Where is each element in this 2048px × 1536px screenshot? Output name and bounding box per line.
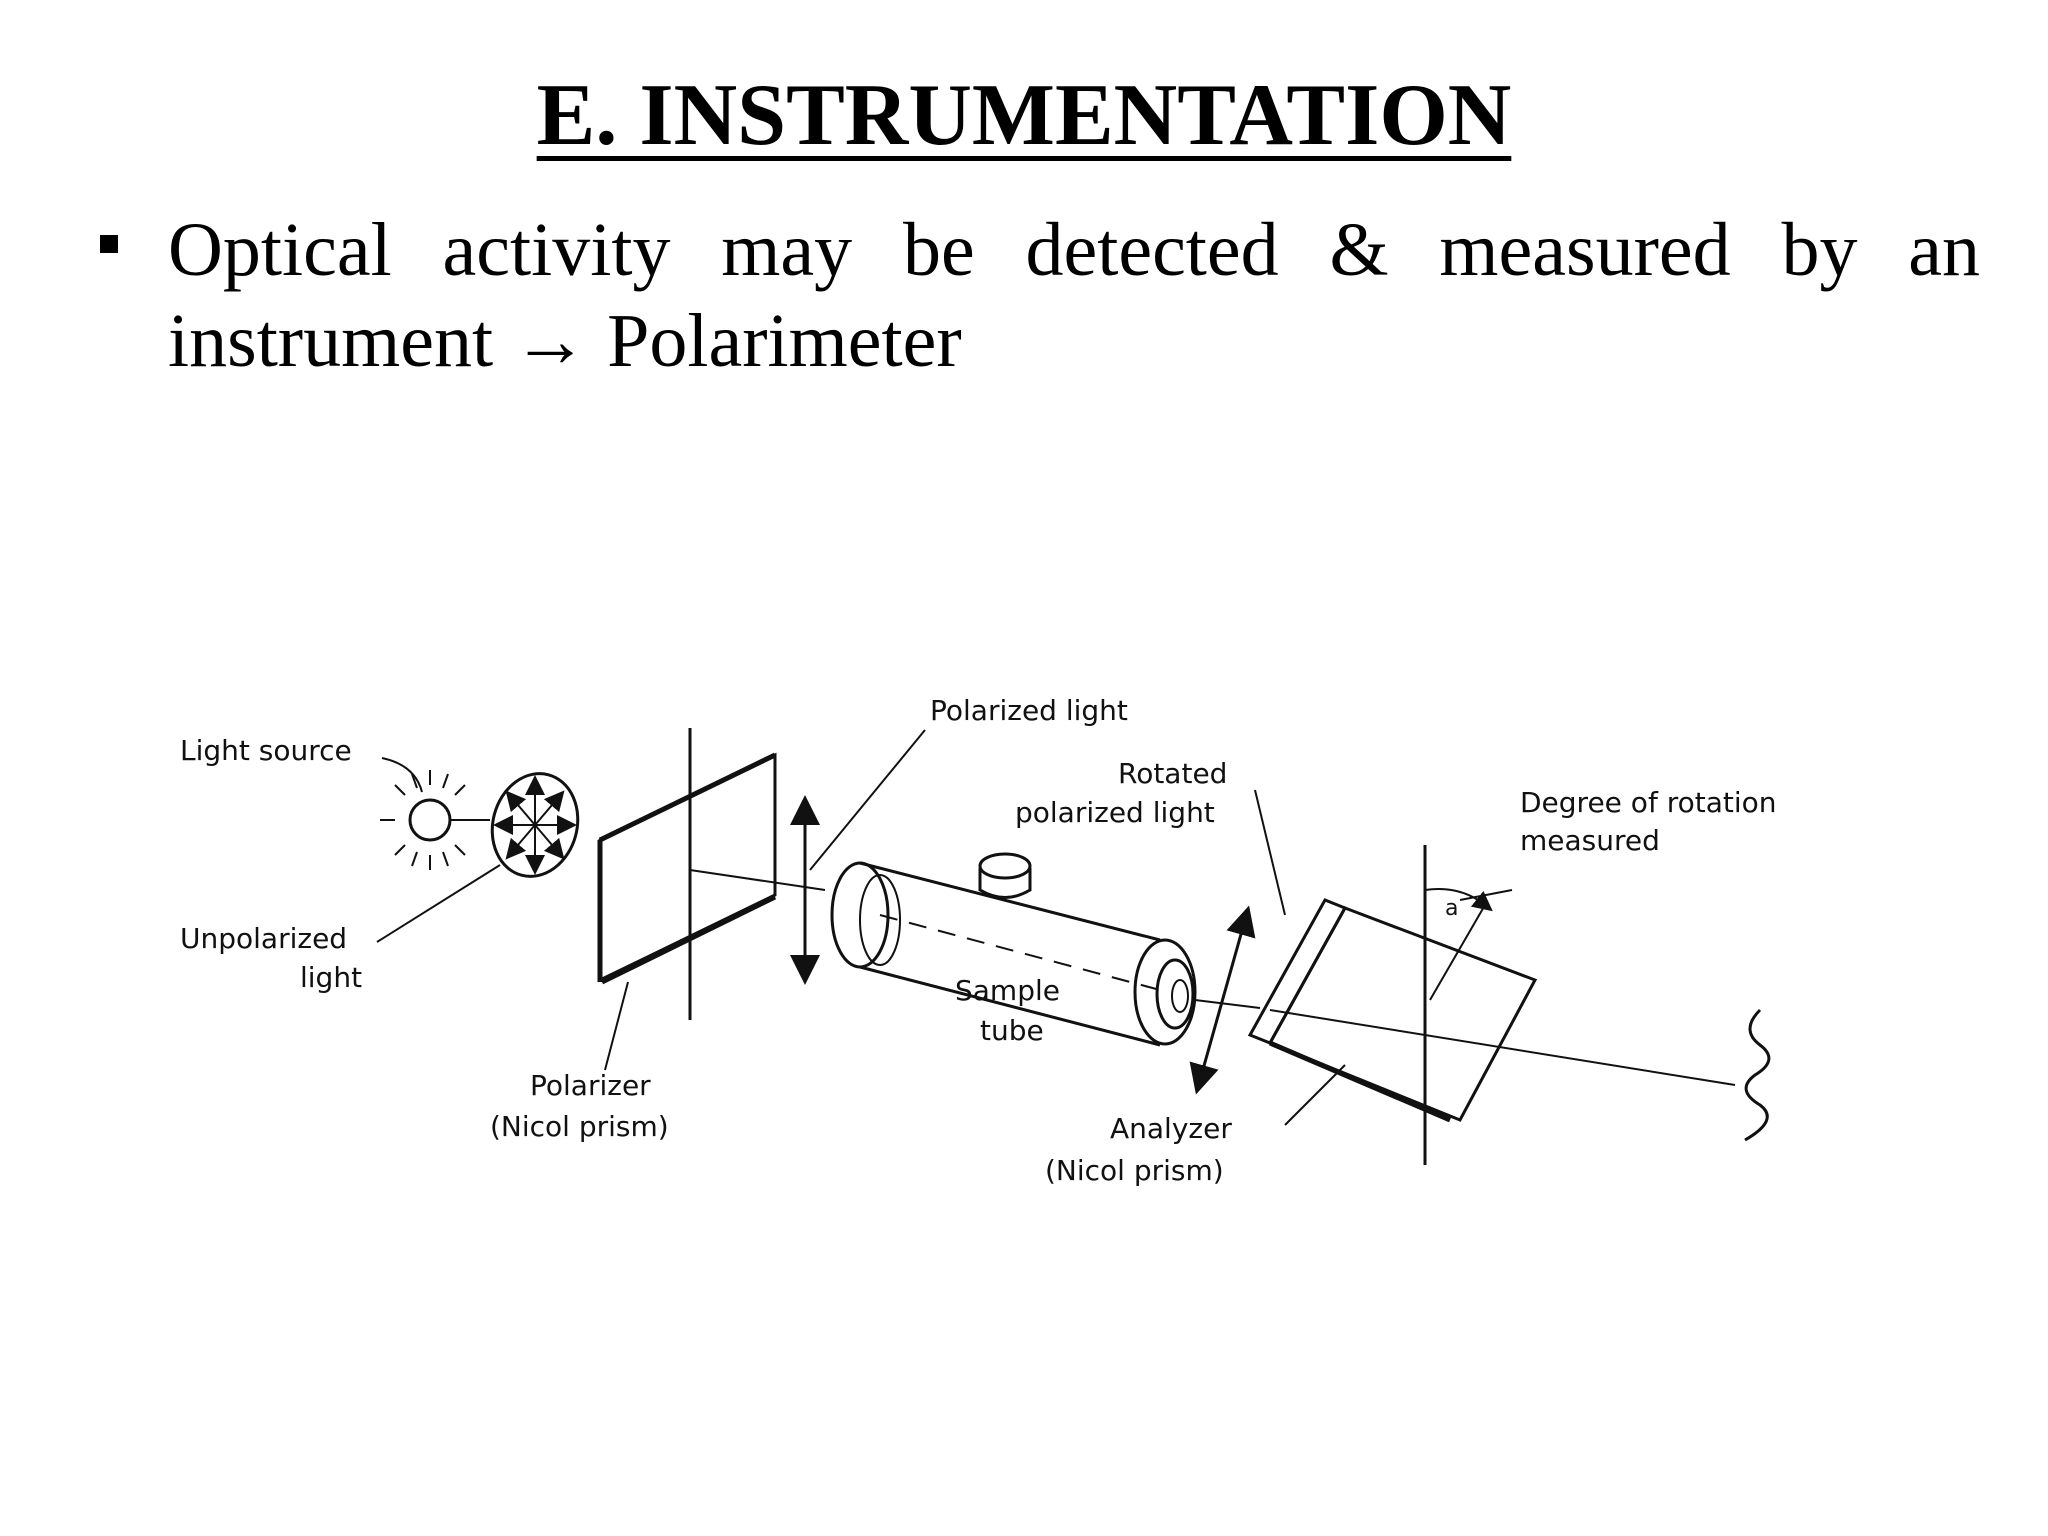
analyzer-plate bbox=[1247, 845, 1538, 1165]
label-degree-1: Degree of rotation bbox=[1520, 786, 1777, 819]
label-polarized-light: Polarized light bbox=[930, 694, 1128, 727]
label-sample-1: Sample bbox=[955, 974, 1060, 1007]
polarizer-plate bbox=[597, 728, 777, 1020]
bullet-text: Optical activity may be detected & measu… bbox=[168, 208, 1980, 384]
label-sample-2: tube bbox=[980, 1014, 1044, 1047]
label-unpolarized-2: light bbox=[300, 961, 362, 994]
bullet-item: Optical activity may be detected & measu… bbox=[90, 205, 1980, 387]
page-title: E. INSTRUMENTATION bbox=[536, 67, 1512, 164]
label-degree-2: measured bbox=[1520, 824, 1660, 857]
bullet-square-icon bbox=[100, 235, 118, 253]
polarimeter-diagram: Light source Unpolarized light Polarizer… bbox=[160, 690, 1810, 1200]
label-polarizer-2: (Nicol prism) bbox=[490, 1110, 669, 1143]
unpolarized-light-disc bbox=[490, 772, 580, 878]
beam-segment-4 bbox=[1269, 1009, 1736, 1086]
rotation-angle-arc bbox=[1424, 888, 1493, 912]
label-polarizer-1: Polarizer bbox=[530, 1069, 651, 1102]
label-light-source: Light source bbox=[180, 734, 352, 767]
label-rotated-1: Rotated bbox=[1118, 757, 1227, 790]
polarimeter-svg: Light source Unpolarized light Polarizer… bbox=[180, 694, 1777, 1187]
label-analyzer-1: Analyzer bbox=[1110, 1112, 1232, 1145]
label-analyzer-2: (Nicol prism) bbox=[1045, 1154, 1224, 1187]
observer-eye-icon bbox=[1744, 1008, 1771, 1142]
rotated-light-arrow bbox=[1189, 905, 1256, 1095]
label-rotated-2: polarized light bbox=[1015, 796, 1215, 829]
label-alpha: a bbox=[1445, 896, 1458, 921]
leader-lines bbox=[376, 729, 1513, 1126]
label-unpolarized-1: Unpolarized bbox=[180, 922, 347, 955]
beam-segment-3 bbox=[1194, 999, 1261, 1009]
sample-tube bbox=[830, 852, 1197, 1047]
